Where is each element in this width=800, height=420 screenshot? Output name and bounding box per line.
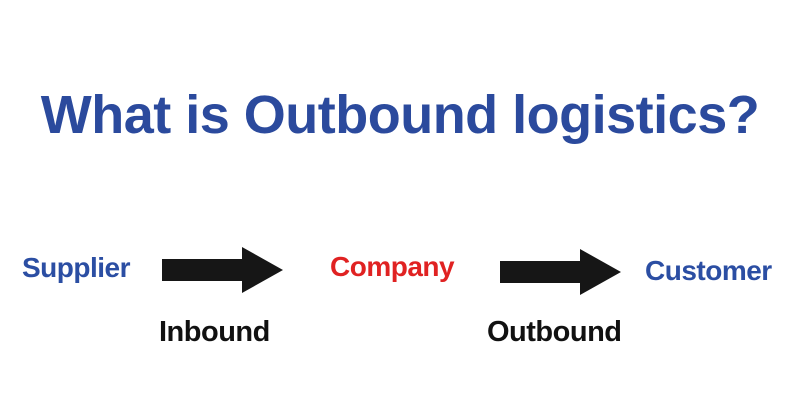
outbound-right-arrow-icon <box>500 249 621 295</box>
inbound-flow-label: Inbound <box>159 316 270 348</box>
supplier-label: Supplier <box>22 252 131 283</box>
outbound-right-arrow-shape <box>500 249 621 295</box>
inbound-right-arrow-icon <box>162 247 283 293</box>
inbound-right-arrow-shape <box>162 247 283 293</box>
outbound-flow-label: Outbound <box>487 316 622 348</box>
customer-label: Customer <box>645 255 772 286</box>
company-label: Company <box>330 251 455 282</box>
page-title: What is Outbound logistics? <box>40 85 760 145</box>
